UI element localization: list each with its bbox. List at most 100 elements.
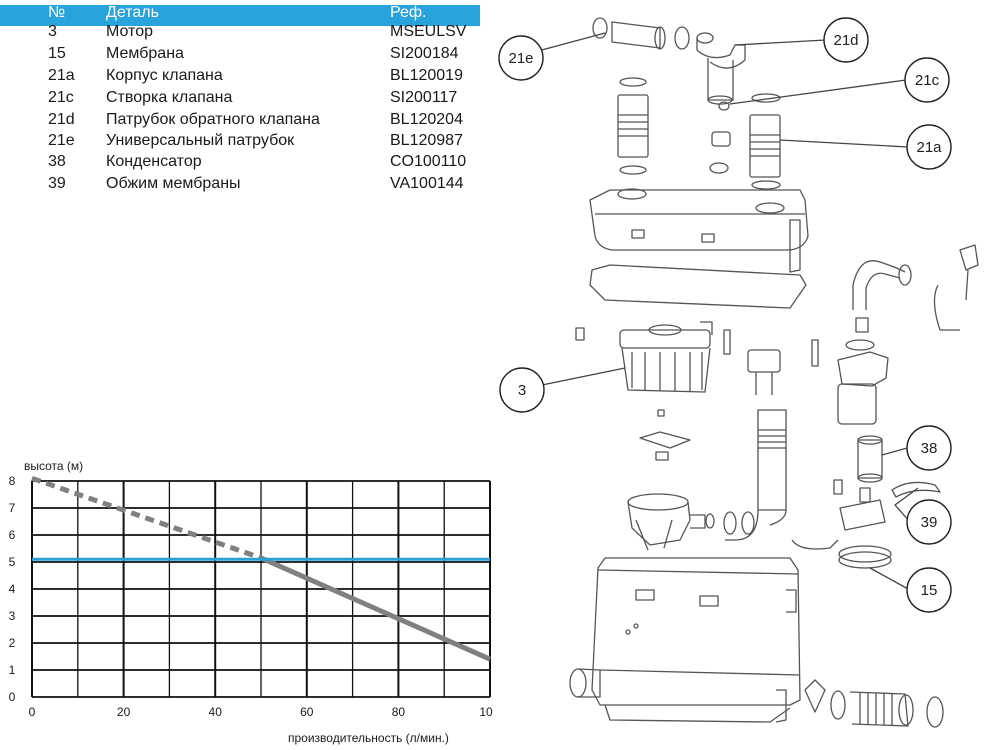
y-tick-label: 4 <box>9 582 16 596</box>
callout-38 <box>906 425 952 471</box>
flexible-hose-left-part <box>617 77 649 175</box>
callout-21a <box>906 124 952 170</box>
table-row: 21d Патрубок обратного клапана BL120204 <box>0 110 480 130</box>
impeller-part <box>639 409 691 461</box>
x-tick-label: 20 <box>117 705 131 719</box>
y-tick-label: 1 <box>9 663 16 677</box>
row-num: 21a <box>48 67 75 84</box>
table-row: 21c Створка клапана SI200117 <box>0 88 480 108</box>
pressure-tube-part <box>852 244 979 331</box>
y-tick-label: 2 <box>9 636 16 650</box>
x-tick-label: 80 <box>392 705 406 719</box>
callout-15 <box>906 567 952 613</box>
pin-part <box>723 329 731 355</box>
callout-label: 21e <box>508 50 533 67</box>
y-tick-label: 3 <box>9 609 16 623</box>
check-valve-elbow-part <box>696 32 746 105</box>
clamp-part <box>791 539 839 550</box>
chart-series <box>31 475 492 662</box>
table-row: 21e Универсальный патрубок BL120987 <box>0 131 480 151</box>
x-axis-label: производительность (л/мин.) <box>288 731 449 745</box>
x-tick-label: 10 <box>479 705 493 719</box>
row-ref: VA100144 <box>390 175 464 192</box>
callout-21d <box>823 17 869 63</box>
capacitor-part <box>857 435 883 483</box>
row-ref: BL120987 <box>390 132 463 149</box>
row-ref: SI200184 <box>390 45 459 62</box>
valve-flap-part <box>709 101 731 174</box>
tank-body-part <box>591 557 801 723</box>
header-num: № <box>48 4 66 21</box>
x-tick-labels: 0 20 40 60 80 10 <box>29 705 493 719</box>
row-ref: MSEULSV <box>390 23 467 40</box>
membrane-clamp-part <box>891 481 941 498</box>
callout-label: 21d <box>833 32 858 49</box>
row-part: Корпус клапана <box>106 67 223 84</box>
valve-body-part <box>749 93 781 190</box>
y-tick-label: 8 <box>9 474 16 488</box>
y-tick-label: 5 <box>9 555 16 569</box>
membrane-holder-part <box>833 479 886 531</box>
table-row: 38 Конденсатор CO100110 <box>0 152 480 172</box>
table-header: № Деталь Реф. <box>0 5 480 26</box>
callout-label: 38 <box>921 440 938 457</box>
row-num: 21d <box>48 111 75 128</box>
performance-curve-dashed <box>31 475 262 561</box>
row-part: Универсальный патрубок <box>106 132 295 149</box>
exploded-diagram: 21e 21d 21c 21a 3 38 39 15 <box>498 17 979 728</box>
row-part: Патрубок обратного клапана <box>106 111 320 128</box>
discharge-pipe-part <box>723 349 787 541</box>
table-row: 3 Мотор MSEULSV <box>0 22 480 42</box>
callout-39 <box>906 499 952 545</box>
x-tick-label: 0 <box>29 705 36 719</box>
callout-label: 21a <box>916 139 942 156</box>
row-ref: SI200117 <box>390 89 458 106</box>
x-tick-label: 40 <box>209 705 223 719</box>
y-tick-labels: 0 1 2 3 4 5 6 7 8 <box>9 474 16 704</box>
universal-coupling-part <box>592 17 690 50</box>
row-part: Обжим мембраны <box>106 175 241 192</box>
pin-part <box>811 339 819 367</box>
table-row: 15 Мембрана SI200184 <box>0 44 480 64</box>
membrane-part <box>838 545 892 569</box>
callout-21c <box>904 57 950 103</box>
callout-label: 39 <box>921 514 938 531</box>
callout-3 <box>499 367 545 413</box>
inlet-part <box>569 668 601 698</box>
callout-label: 21c <box>915 72 940 89</box>
table-row: 39 Обжим мембраны VA100144 <box>0 174 480 194</box>
row-num: 21e <box>48 132 75 149</box>
performance-chart: высота (м) 0 1 2 3 4 5 6 7 8 0 20 40 60 80 10 произво… <box>9 459 493 745</box>
y-tick-label: 7 <box>9 501 16 515</box>
table-row: 21a Корпус клапана BL120019 <box>0 66 480 86</box>
tank-lid-part <box>589 188 809 273</box>
row-ref: BL120204 <box>390 111 463 128</box>
y-tick-label: 0 <box>9 690 16 704</box>
pressure-switch-part <box>837 317 889 425</box>
header-ref: Реф. <box>390 4 427 21</box>
motor-part <box>575 321 713 393</box>
pump-volute-part <box>627 493 715 551</box>
y-tick-label: 6 <box>9 528 16 542</box>
row-ref: CO100110 <box>390 153 467 170</box>
chart-grid <box>31 480 491 698</box>
header-part: Деталь <box>106 4 159 21</box>
row-num: 39 <box>48 175 66 192</box>
row-num: 21c <box>48 89 74 106</box>
callout-label: 15 <box>921 582 938 599</box>
row-part: Конденсатор <box>106 153 202 170</box>
row-num: 3 <box>48 23 57 40</box>
row-num: 38 <box>48 153 66 170</box>
callout-label: 3 <box>518 382 526 399</box>
row-part: Мембрана <box>106 45 184 62</box>
performance-curve <box>259 555 492 662</box>
x-tick-label: 60 <box>300 705 314 719</box>
bottom-inlet-part <box>775 679 944 728</box>
row-ref: BL120019 <box>390 67 463 84</box>
row-num: 15 <box>48 45 66 62</box>
y-axis-label: высота (м) <box>24 459 83 473</box>
callout-21e <box>498 35 544 81</box>
row-part: Мотор <box>106 23 153 40</box>
row-part: Створка клапана <box>106 89 233 106</box>
lid-gasket-part <box>589 264 807 309</box>
